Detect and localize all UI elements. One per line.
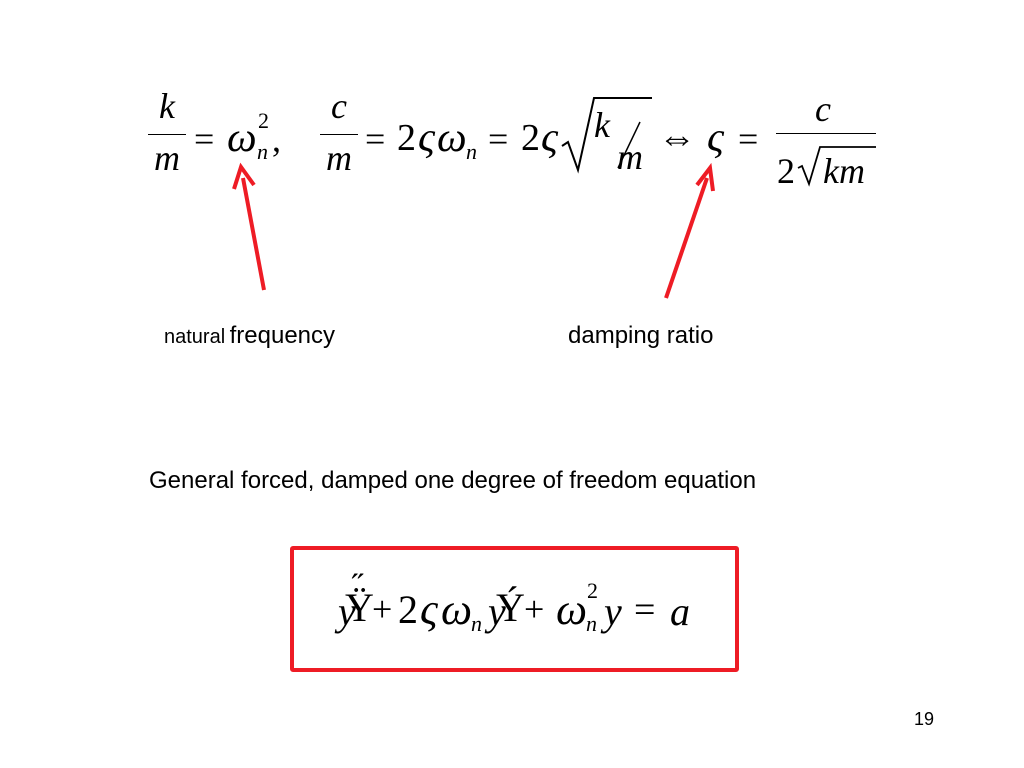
fraction-k-over-m: k m — [148, 88, 186, 188]
omega-symbol: ω — [437, 115, 467, 161]
coefficient-two: 2 — [398, 587, 418, 632]
omega-subscript: n — [466, 139, 477, 164]
square-root-icon — [561, 97, 652, 174]
numerator-c: c — [331, 86, 347, 126]
natural-frequency-label: natural frequency — [164, 322, 335, 350]
omega-symbol: ω — [556, 585, 588, 634]
square-root-icon — [797, 146, 876, 187]
variable-a: a — [670, 589, 690, 634]
denominator-m: m — [154, 138, 180, 178]
y-double-dot-glyph: Ÿ — [345, 585, 374, 630]
equals-sign: = — [194, 119, 215, 159]
page-number: 19 — [914, 709, 935, 729]
sqrt-denominator-m: m — [617, 137, 643, 177]
plus-sign: + — [524, 589, 545, 629]
y-double-dot: y — [338, 589, 356, 634]
omega-symbol: ω — [441, 585, 473, 634]
equals-sign: = — [488, 119, 509, 159]
coefficient-two: 2 — [397, 117, 416, 159]
sqrt-numerator-k: k — [594, 105, 610, 145]
variable-y: y — [604, 589, 622, 634]
coefficient-two: 2 — [521, 117, 540, 159]
omega-subscript: n — [586, 611, 597, 636]
zeta-symbol: ς — [418, 115, 436, 161]
comma: , — [272, 119, 281, 159]
y-double-dot-accent: ˝ — [352, 568, 364, 605]
zeta-symbol: ς — [420, 585, 438, 634]
numerator-c: c — [815, 89, 831, 129]
denominator-m: m — [326, 138, 352, 178]
omega-subscript: n — [471, 611, 482, 636]
numerator-k: k — [159, 86, 175, 126]
plus-sign: + — [372, 589, 393, 629]
general-equation-heading: General forced, damped one degree of fre… — [149, 467, 757, 494]
fraction-bar — [148, 134, 186, 135]
omega-symbol: ω — [227, 115, 257, 161]
equation-box — [290, 546, 739, 672]
iff-arrow: ⇔ — [658, 117, 696, 159]
equals-sign: = — [634, 589, 656, 631]
frequency-word: frequency — [229, 322, 336, 349]
arrow-to-damping-ratio — [664, 162, 715, 299]
fraction-c-over-m: c m — [320, 88, 358, 188]
natural-word: natural — [164, 326, 226, 348]
radicand-km: km — [823, 151, 865, 191]
equals-sign: = — [365, 119, 386, 159]
y-dot-glyph: Ý — [496, 585, 525, 630]
equals-sign: = — [738, 119, 759, 159]
fraction-bar — [320, 134, 358, 135]
omega-superscript: 2 — [258, 108, 269, 133]
zeta-symbol: ς — [541, 115, 559, 161]
y-dot: y — [488, 589, 506, 634]
zeta-symbol: ς — [707, 115, 725, 161]
omega-superscript: 2 — [587, 578, 598, 603]
fraction-bar — [776, 133, 876, 134]
omega-subscript: n — [257, 139, 268, 164]
coefficient-two: 2 — [777, 151, 795, 191]
damping-ratio-label: damping ratio — [568, 322, 714, 349]
arrow-to-natural-frequency — [232, 162, 266, 291]
